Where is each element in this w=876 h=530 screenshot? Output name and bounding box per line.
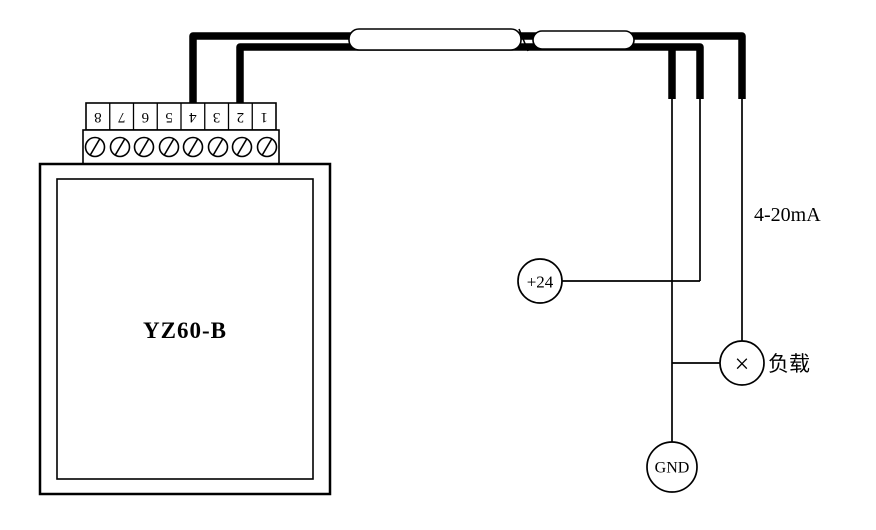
screw-terminals — [84, 136, 278, 158]
terminal-numbers: 8 7 6 5 4 3 2 1 — [94, 109, 268, 125]
screw-terminal — [109, 136, 131, 158]
supply-node-circle — [517, 258, 563, 304]
load-node-symbol: × — [735, 350, 750, 379]
terminal-number: 6 — [141, 109, 149, 125]
supply-node-label: +24 — [527, 273, 554, 292]
terminal-number: 2 — [237, 109, 245, 125]
screw-slot — [212, 138, 224, 156]
screw-terminal — [158, 136, 180, 158]
screw-slot — [89, 138, 101, 156]
terminal-number: 1 — [260, 109, 268, 125]
terminal-number: 7 — [117, 109, 125, 125]
device-box: YZ60-B — [38, 162, 332, 496]
cable-break-mark — [518, 28, 529, 52]
device-inner-frame — [56, 178, 314, 480]
cable-sheath-right-section — [532, 30, 635, 50]
ground-node-label: GND — [655, 460, 690, 477]
load-node-circle — [719, 340, 765, 386]
cable-sheath — [348, 28, 635, 52]
screw-slot — [114, 138, 126, 156]
screw-terminal — [256, 136, 278, 158]
terminal-number: 4 — [189, 109, 197, 125]
terminal-number: 8 — [94, 109, 102, 125]
screw-terminal — [207, 136, 229, 158]
screw-slot — [163, 138, 175, 156]
terminal-cell-dividers — [109, 103, 253, 130]
screw-slot — [187, 138, 199, 156]
screw-slot — [261, 138, 273, 156]
supply-node: +24 — [517, 258, 563, 304]
screw-slot — [138, 138, 150, 156]
screw-terminal — [84, 136, 106, 158]
terminal-number: 5 — [165, 109, 173, 125]
wire-conductor-inner — [236, 43, 704, 112]
circuit-lines — [562, 99, 743, 442]
load-label: 负载 — [768, 352, 810, 376]
cable-sheath-left-section — [348, 28, 522, 51]
signal-range-label: 4-20mA — [754, 204, 821, 226]
device-model-label: YZ60-B — [143, 318, 227, 343]
screw-terminal — [182, 136, 204, 158]
ground-node: GND — [646, 441, 698, 493]
screw-slot — [236, 138, 248, 156]
screw-terminal — [231, 136, 253, 158]
terminal-block: 8 7 6 5 4 3 2 1 — [82, 102, 280, 165]
ground-node-circle — [646, 441, 698, 493]
terminal-number: 3 — [213, 109, 221, 125]
screw-terminal — [133, 136, 155, 158]
circuit-nodes: +24 × GND — [517, 258, 765, 493]
load-node: × — [719, 340, 765, 386]
